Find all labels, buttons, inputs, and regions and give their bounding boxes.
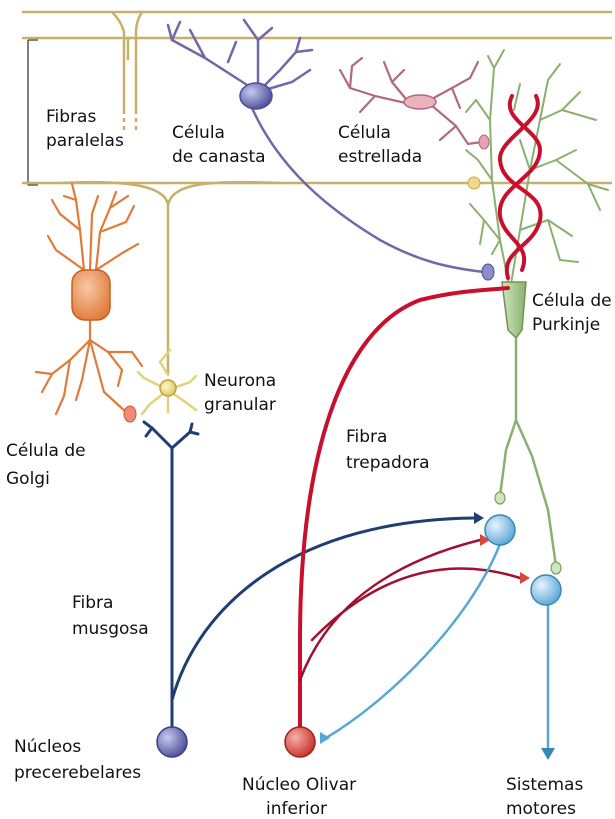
- label-fibra-trepadora-1: Fibra: [346, 427, 387, 447]
- climbing-fiber-wrap: [500, 96, 541, 278]
- golgi-cell-body: [72, 270, 110, 320]
- label-sistemas-motores-2: motores: [506, 799, 576, 819]
- purkinje-terminal-1: [495, 492, 505, 504]
- label-fibra-musgosa-1: Fibra: [72, 593, 113, 613]
- label-fibras-paralelas-2: paralelas: [46, 131, 124, 151]
- label-celula-canasta-2: de canasta: [172, 147, 266, 167]
- label-fibras-paralelas-1: Fibras: [46, 107, 96, 127]
- label-celula-purkinje-1: Célula de: [532, 291, 612, 311]
- label-nucleos-precerebelares-2: precerebelares: [14, 763, 141, 783]
- stellate-cell-terminal: [479, 135, 489, 149]
- label-sistemas-motores-1: Sistemas: [506, 775, 583, 795]
- motor-output-arrow-icon: [541, 748, 555, 760]
- climbing-fiber: [300, 288, 508, 738]
- basket-cell-body: [240, 83, 272, 109]
- label-nucleo-olivar-2: inferior: [266, 799, 327, 819]
- basket-cell: [168, 20, 484, 272]
- label-celula-golgi-2: Golgi: [6, 469, 50, 489]
- climbing-collateral-terminal-2: [520, 572, 530, 584]
- label-neurona-granular-2: granular: [204, 395, 276, 415]
- olive-nucleus-cell: [285, 727, 315, 757]
- granule-cell-body: [160, 380, 176, 396]
- purkinje-dendrites: [466, 50, 608, 290]
- olive-feedback-terminal: [320, 732, 330, 744]
- label-fibra-musgosa-2: musgosa: [72, 619, 149, 639]
- stellate-cell-body: [404, 95, 436, 109]
- precerebellar-nucleus-cell: [157, 727, 187, 757]
- label-nucleo-olivar-1: Núcleo Olivar: [242, 775, 356, 795]
- mossy-fiber-terminal: [474, 512, 484, 524]
- label-celula-purkinje-2: Purkinje: [532, 315, 600, 335]
- label-celula-estrellada-2: estrellada: [338, 147, 422, 167]
- purkinje-cell-body: [502, 282, 526, 338]
- golgi-terminal: [124, 406, 136, 422]
- label-nucleos-precerebelares-1: Núcleos: [14, 737, 81, 757]
- deep-nucleus-cell-2: [531, 575, 561, 605]
- label-celula-golgi-1: Célula de: [6, 441, 86, 461]
- layer-bracket: [28, 40, 38, 185]
- basket-cell-terminal: [482, 264, 494, 280]
- purkinje-terminal-2: [551, 562, 561, 574]
- label-celula-estrellada-1: Célula: [338, 123, 391, 143]
- deep-nucleus-cell-1: [485, 515, 515, 545]
- climbing-fiber-collaterals: [300, 540, 520, 680]
- label-neurona-granular-1: Neurona: [204, 371, 276, 391]
- parallel-fiber-terminal: [468, 177, 480, 189]
- label-fibra-trepadora-2: trepadora: [346, 453, 430, 473]
- label-celula-canasta-1: Célula: [172, 123, 225, 143]
